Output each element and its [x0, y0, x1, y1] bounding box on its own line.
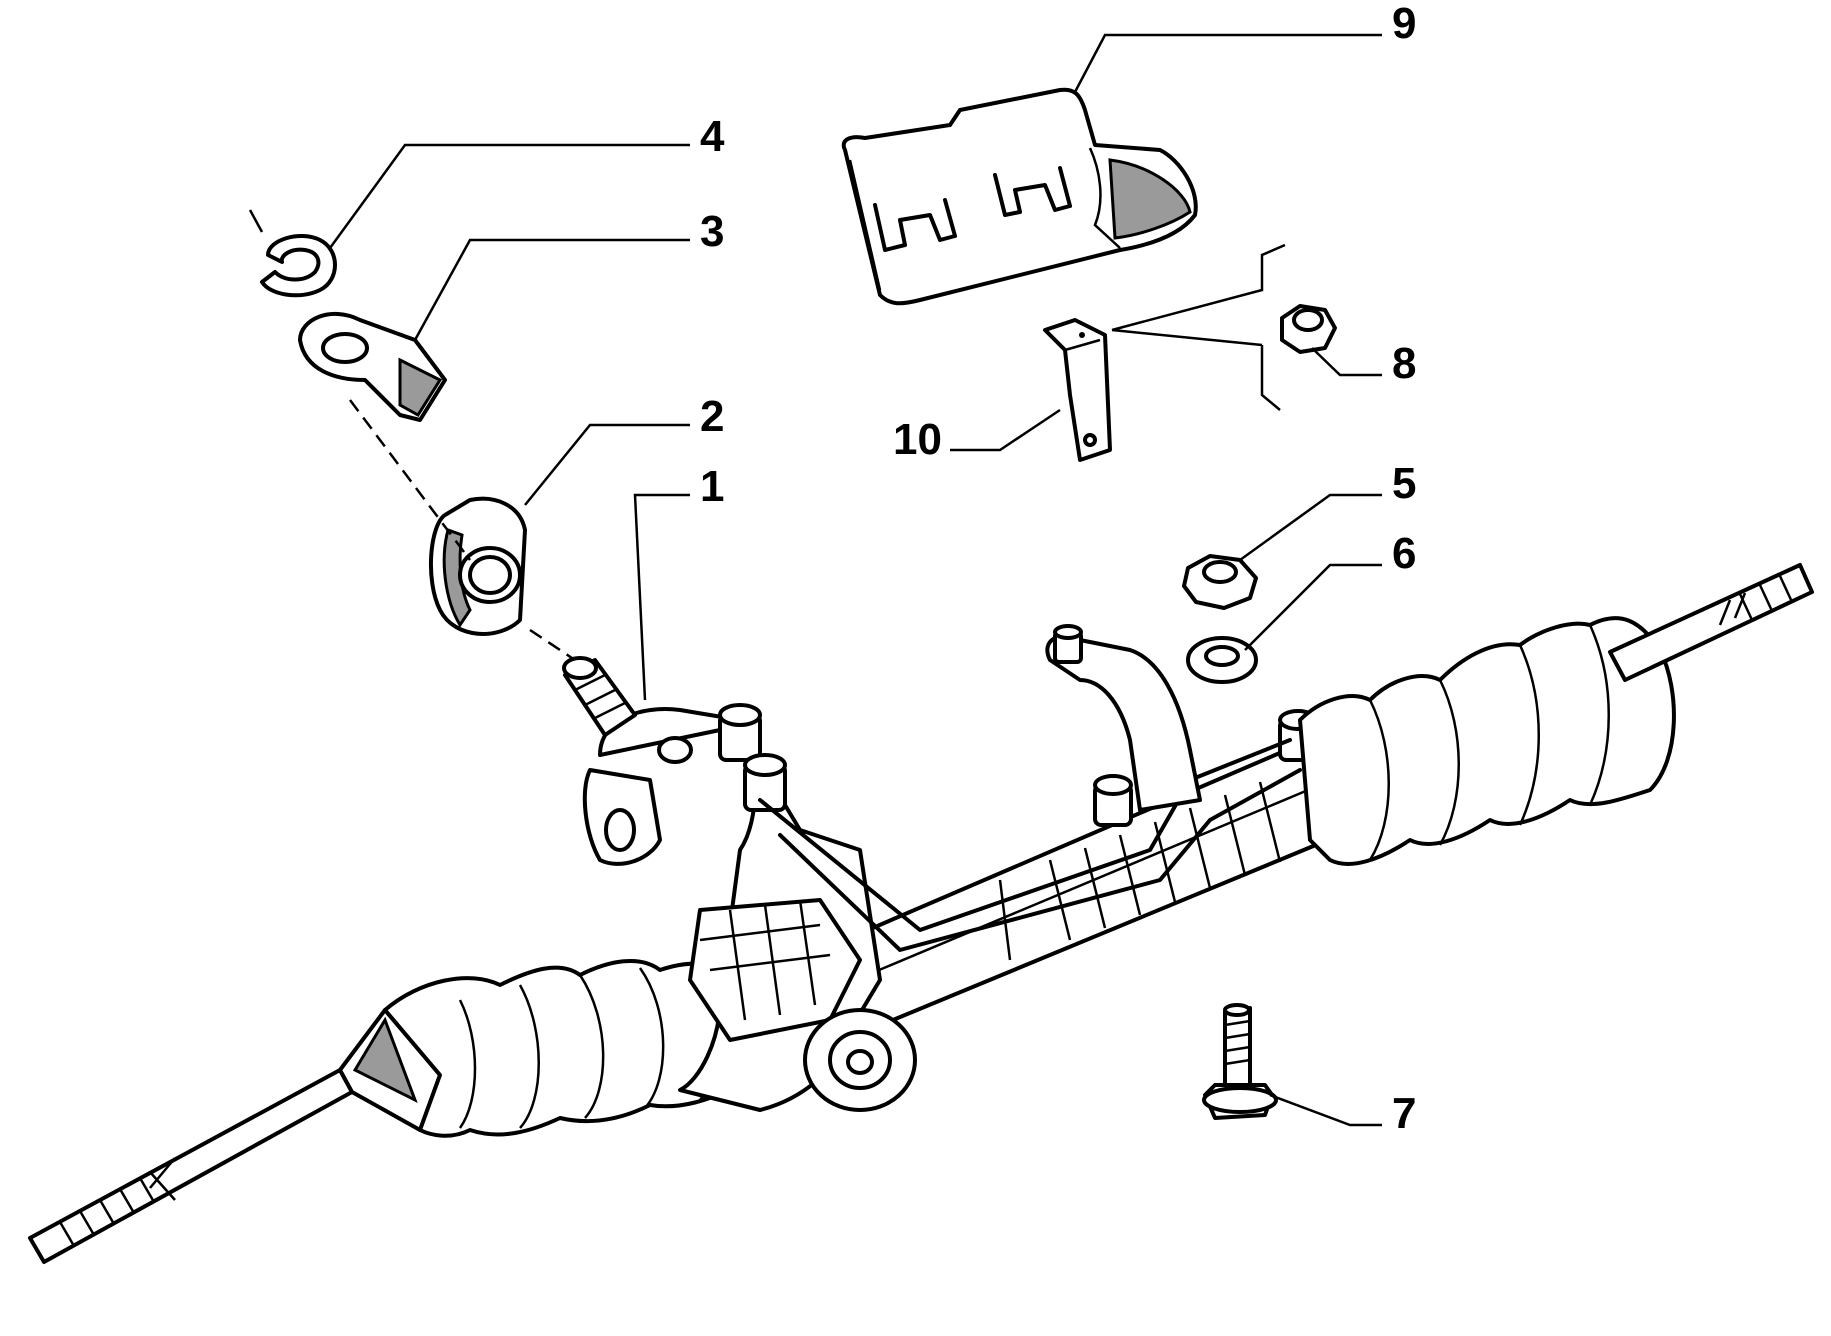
leader-9 — [1073, 33, 1382, 93]
leader-7 — [1269, 1093, 1382, 1127]
bracket-nut-leader — [1111, 243, 1286, 411]
flange-bolt — [1202, 1003, 1278, 1120]
callout-6: 6 — [1392, 529, 1417, 578]
leader-4 — [328, 143, 690, 249]
pinion-housing — [582, 707, 917, 1112]
assembly-axis-line — [349, 399, 576, 662]
callout-5: 5 — [1392, 459, 1417, 508]
leader-5 — [1239, 493, 1382, 562]
callout-2: 2 — [700, 392, 725, 441]
leader-8 — [1311, 347, 1382, 377]
leader-1 — [633, 493, 690, 701]
pipe-union-nuts — [718, 703, 1318, 827]
leader-lines — [328, 33, 1382, 1127]
input-shaft — [562, 656, 637, 737]
leader-2 — [524, 423, 690, 506]
washer — [1186, 636, 1258, 684]
left-tie-rod — [28, 1068, 354, 1264]
hex-nut — [1182, 554, 1258, 610]
steering-rack-assembly — [28, 563, 1814, 1264]
leader-6 — [1244, 563, 1382, 651]
pinion-seal-cover — [429, 496, 527, 636]
callout-7: 7 — [1392, 1089, 1417, 1138]
callout-9: 9 — [1392, 0, 1417, 48]
callout-3: 3 — [700, 207, 725, 256]
small-bracket — [1043, 318, 1112, 462]
mounting-bracket — [1045, 624, 1202, 812]
left-boot — [338, 958, 757, 1138]
callout-8: 8 — [1392, 339, 1417, 388]
dust-cover-lever — [298, 311, 447, 422]
callout-1: 1 — [700, 462, 725, 511]
callout-10: 10 — [893, 415, 942, 464]
leader-10 — [950, 408, 1061, 452]
callout-4: 4 — [700, 112, 725, 161]
circlip — [248, 209, 337, 298]
leader-3 — [413, 238, 690, 341]
right-boot — [1298, 616, 1676, 866]
right-tie-rod — [1608, 563, 1814, 682]
heat-shield — [841, 87, 1198, 306]
hydraulic-pipes — [758, 738, 1302, 952]
lock-nut — [1280, 304, 1337, 354]
